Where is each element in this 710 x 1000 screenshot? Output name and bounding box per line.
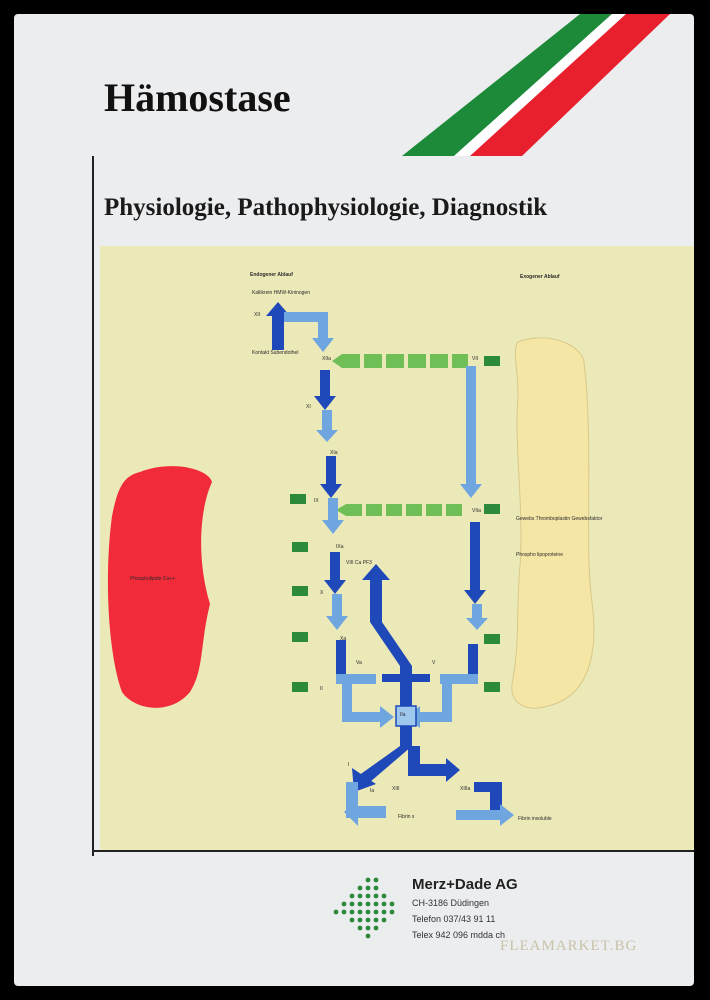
green-stripe	[402, 14, 612, 156]
book-title: Hämostase	[104, 75, 291, 120]
label-extrinsic: Exogener Ablauf	[520, 274, 560, 280]
label-contact: Kontakt Subendothel	[252, 350, 299, 356]
extrinsic-pathway-arrows	[406, 366, 488, 728]
green-bar-mid	[346, 504, 462, 516]
white-stripe	[454, 14, 626, 156]
common-pathway-arrows	[344, 564, 514, 826]
watermark-text: FLEAMARKET.BG	[500, 938, 638, 954]
label-ix: IX	[314, 498, 319, 504]
horizontal-rule	[92, 850, 694, 852]
label-xiia: XIIa	[322, 356, 331, 362]
coagulation-cascade-diagram: Endogener Ablauf Exogener Ablauf Kallikr…	[100, 246, 694, 850]
label-xa: Xa	[340, 636, 347, 642]
publisher-address: CH-3186 Düdingen	[412, 898, 490, 908]
label-xiiia: XIIIa	[460, 786, 471, 792]
label-yellow-region-1: Gewebs Thromboplastin Gewebsfaktor	[516, 516, 603, 522]
label-red-region: Phospholipide Ca++	[130, 576, 176, 582]
label-xii: XII	[254, 312, 261, 318]
publisher-phone: Telefon 037/43 91 11	[412, 914, 496, 924]
label-ia: Ia	[370, 788, 375, 794]
red-phospholipid-region	[107, 466, 212, 708]
label-i: I	[348, 762, 350, 768]
label-viia: VIIa	[472, 508, 481, 514]
green-arrow-mid	[336, 504, 346, 516]
cascade-graphic	[107, 302, 595, 826]
label-xi: XI	[306, 404, 311, 410]
label-xiii: XIII	[392, 786, 400, 792]
label-xia: XIa	[330, 450, 338, 456]
label-yellow-region-2: Phospho lipoproteine	[516, 552, 563, 558]
stripe-decoration	[402, 14, 670, 156]
label-fibrin-insoluble: Fibrin insoluble	[518, 816, 552, 822]
label-kallikrein: Kallikrein HMW-Kininogen	[252, 290, 310, 296]
label-v: V	[432, 660, 436, 666]
intrinsic-pathway-arrows	[266, 302, 394, 728]
label-viii: VIII Ca PF3	[346, 560, 372, 566]
label-ii: II	[320, 686, 323, 692]
label-iia: IIa	[400, 712, 406, 718]
label-x: X	[320, 590, 324, 596]
label-intrinsic: Endogener Ablauf	[250, 272, 293, 278]
book-subtitle: Physiologie, Pathophysiologie, Diagnosti…	[104, 194, 548, 221]
label-va: Va	[356, 660, 362, 666]
yellow-tissue-factor-region	[511, 337, 595, 709]
green-bar-top	[342, 354, 468, 368]
publisher-logo	[333, 877, 395, 939]
green-arrow-top	[332, 354, 342, 368]
book-cover: Hämostase Physiologie, Pathophysiologie,…	[14, 14, 694, 986]
green-factor-boxes	[290, 356, 500, 692]
vertical-rule	[92, 156, 94, 856]
publisher-telex: Telex 942 096 mdda ch	[412, 930, 506, 940]
publisher-name: Merz+Dade AG	[412, 876, 518, 893]
label-vii: VII	[472, 356, 479, 362]
label-fibrin: Fibrin s	[398, 814, 415, 820]
label-ixa: IXa	[336, 544, 344, 550]
red-stripe	[470, 14, 670, 156]
